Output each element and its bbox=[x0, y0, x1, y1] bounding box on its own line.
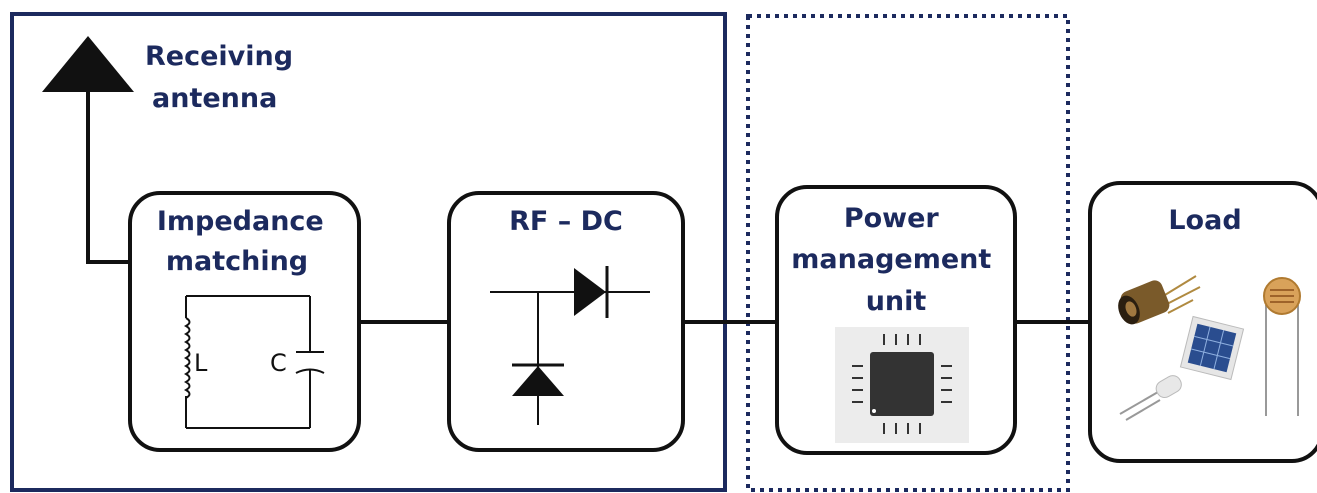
diode-icon bbox=[490, 266, 650, 425]
svg-text:Load: Load bbox=[1168, 205, 1241, 236]
antenna-icon bbox=[42, 36, 134, 264]
capacitor-label: C bbox=[270, 349, 287, 377]
power-management-block: Power management unit bbox=[775, 185, 1017, 455]
inductor-label: L bbox=[194, 349, 208, 377]
antenna-label: Receiving antenna bbox=[145, 41, 302, 114]
led-icon bbox=[1119, 375, 1182, 421]
solar-cell-icon bbox=[1179, 315, 1245, 381]
svg-text:RF – DC: RF – DC bbox=[509, 206, 623, 237]
svg-text:Power management u: Power management unit bbox=[791, 203, 1000, 317]
receiver-region-frame bbox=[10, 12, 727, 492]
phototransistor-icon bbox=[1118, 275, 1201, 325]
svg-text:Impedance matching: Impedance matching bbox=[157, 206, 333, 277]
impedance-matching-block: Impedance matching L C bbox=[128, 191, 361, 452]
load-block: Load bbox=[1088, 181, 1317, 463]
pmu-region-frame bbox=[746, 14, 1070, 492]
ic-chip-icon bbox=[835, 327, 969, 443]
rf-dc-block: RF – DC bbox=[447, 191, 685, 452]
lc-circuit-icon bbox=[183, 295, 325, 429]
photoresistor-icon bbox=[1263, 277, 1301, 416]
